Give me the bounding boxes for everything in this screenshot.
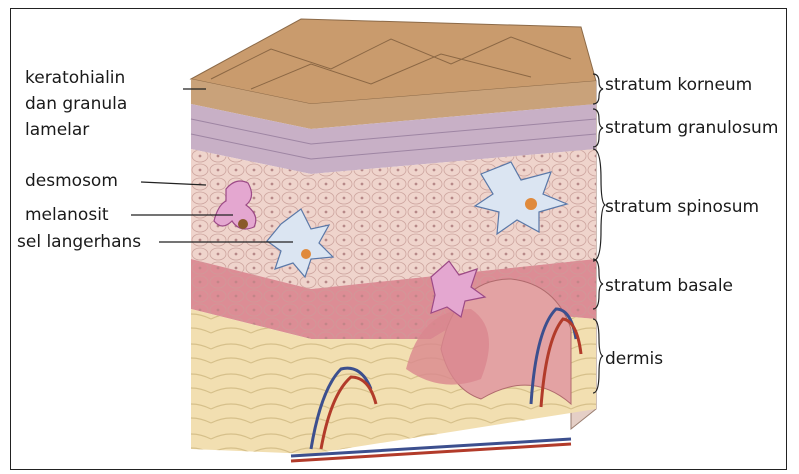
label-langerhans: sel langerhans [17, 231, 141, 253]
label-stratum-spinosum: stratum spinosum [605, 196, 759, 218]
figure-frame: keratohialin dan granula lamelar desmoso… [10, 8, 787, 470]
label-keratohyalin-3: lamelar [25, 119, 89, 141]
label-stratum-granulosum: stratum granulosum [605, 117, 778, 139]
label-stratum-corneum: stratum korneum [605, 74, 752, 96]
label-keratohyalin-1: keratohialin [25, 67, 125, 89]
label-desmosome: desmosom [25, 170, 118, 192]
label-dermis: dermis [605, 348, 663, 370]
label-melanocyte: melanosit [25, 204, 109, 226]
label-stratum-basale: stratum basale [605, 275, 733, 297]
label-keratohyalin-2: dan granula [25, 93, 127, 115]
